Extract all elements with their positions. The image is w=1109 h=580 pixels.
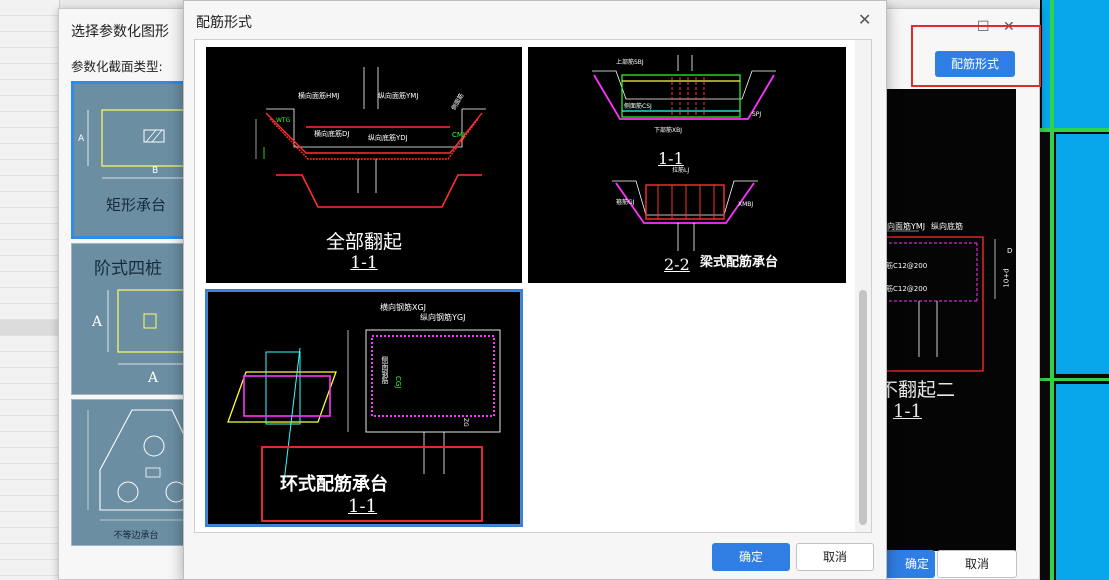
background-app-panel xyxy=(0,0,60,580)
section-type-label: 参数化截面类型: xyxy=(71,59,163,74)
cad-label: 侧面筋CSJ xyxy=(624,103,652,110)
cad-label: 箍筋GJ xyxy=(616,199,635,206)
cad-label: 纵向面筋YMJ xyxy=(378,92,419,100)
beam-cap-drawing xyxy=(592,55,776,251)
cad-label: 下部筋XBJ xyxy=(654,127,682,134)
option-section: 1-1 xyxy=(348,496,377,517)
gallery-scrollbar[interactable] xyxy=(855,40,871,532)
reinforcement-gallery: 横向面筋HMJ 纵向面筋YMJ 横向底筋DJ 纵向底筋YDJ 侧面筋 CMJ W… xyxy=(194,39,872,533)
reinforcement-form-dialog: 配筋形式 ✕ 横向面筋HMJ 纵向面筋YMJ 横向底筋DJ 纵向底筋YDJ 侧面 xyxy=(183,0,887,580)
reinforcement-form-button[interactable]: 配筋形式 xyxy=(935,51,1015,77)
cad-label: CMJ xyxy=(452,131,465,139)
cancel-button[interactable]: 取消 xyxy=(937,550,1017,578)
thumb-label: 矩形承台 xyxy=(105,196,166,214)
cad-line xyxy=(1040,128,1109,132)
cad-label: 纵向底筋 xyxy=(931,222,963,231)
maximize-icon[interactable]: ☐ xyxy=(977,19,990,35)
thumb-unequal-cap[interactable]: 不等边承台 xyxy=(71,399,201,546)
highlight-box xyxy=(911,25,1041,87)
cad-label: 纵向钢筋YGJ xyxy=(420,313,466,322)
cad-label: 横向面筋HMJ xyxy=(298,92,340,100)
ok-button[interactable]: 确定 xyxy=(879,550,935,578)
close-icon[interactable]: ✕ xyxy=(1003,19,1015,35)
cad-label: 侧面钢筋 xyxy=(381,356,389,384)
dim-b-label: B xyxy=(152,166,159,176)
rect-cap-drawing xyxy=(87,109,199,179)
step-cap-drawing xyxy=(107,289,196,365)
thumb-label: 阶式四桩 xyxy=(94,259,162,279)
cad-label: 横向底筋DJ xyxy=(314,130,350,138)
unequal-cap-drawing xyxy=(87,409,197,521)
dim-a-label: A xyxy=(148,370,159,386)
thumb-step-four-pile[interactable]: 阶式四桩 A A xyxy=(71,243,201,395)
cad-label: WTG xyxy=(276,117,291,124)
dim-a-label: A xyxy=(78,134,85,144)
all-bent-up-drawing xyxy=(255,67,486,208)
cad-label: 拉筋LJ xyxy=(672,167,690,174)
cad-label: 纵向面筋YMJ xyxy=(879,222,926,231)
cad-label: 底筋C12@200 xyxy=(879,262,928,270)
cad-preview-drawing xyxy=(879,230,996,372)
cad-line xyxy=(1040,378,1109,381)
cad-label: XMBJ xyxy=(738,201,754,208)
cad-section: 1-1 xyxy=(893,401,922,422)
cad-label: ZG xyxy=(462,418,469,427)
ok-button[interactable]: 确定 xyxy=(712,543,790,571)
dialog-title: 配筋形式 xyxy=(196,15,252,31)
scrollbar-thumb[interactable] xyxy=(859,290,867,525)
option-all-bent-up[interactable]: 横向面筋HMJ 纵向面筋YMJ 横向底筋DJ 纵向底筋YDJ 侧面筋 CMJ W… xyxy=(206,47,522,283)
dialog-title: 选择参数化图形 xyxy=(71,24,169,40)
cad-label: 横向钢筋XGJ xyxy=(380,303,427,312)
cad-label: 纵向底筋YDJ xyxy=(368,134,408,142)
cad-preview: 纵向面筋YMJ 纵向底筋 底筋C12@200 底筋C12@200 10+d D … xyxy=(879,89,1016,551)
option-section: 1-1 xyxy=(350,253,378,273)
option-ring-cap[interactable]: 横向钢筋XGJ 纵向钢筋YGJ 侧面钢筋 CGJ ZG 环式配筋承台 1-1 xyxy=(205,289,523,527)
thumb-label: 不等边承台 xyxy=(113,531,159,541)
option-caption: 环式配筋承台 xyxy=(280,474,388,495)
close-icon[interactable]: ✕ xyxy=(858,10,872,29)
cad-label: D xyxy=(1007,247,1013,255)
cad-label: CGJ xyxy=(394,376,402,389)
cancel-button[interactable]: 取消 xyxy=(796,543,874,571)
cad-block xyxy=(1056,134,1109,374)
cad-label: 底筋C12@200 xyxy=(879,285,928,293)
option-caption: 梁式配筋承台 xyxy=(700,255,779,270)
parametric-thumb-list: A B 矩形承台 阶式四桩 A A xyxy=(71,81,201,546)
cad-label: 上部筋SBJ xyxy=(616,59,644,66)
cad-label: SPJ xyxy=(752,111,762,118)
option-caption: 全部翻起 xyxy=(325,231,402,253)
cad-line xyxy=(1050,0,1054,580)
thumb-rect-cap[interactable]: A B 矩形承台 xyxy=(71,81,201,239)
cad-block xyxy=(1056,384,1109,580)
option-section: 2-2 xyxy=(664,255,690,274)
dim-a-label: A xyxy=(92,314,103,330)
cad-label: 10+d xyxy=(1002,268,1011,288)
option-beam-cap[interactable]: 上部筋SBJ 下部筋XBJ 侧面筋CSJ 拉筋LJ 箍筋GJ XMBJ SPJ … xyxy=(528,47,846,283)
highlight-box xyxy=(261,446,483,522)
cad-caption: 不翻起二 xyxy=(879,379,956,401)
ring-cap-drawing xyxy=(227,329,501,483)
option-section: 1-1 xyxy=(658,149,684,168)
